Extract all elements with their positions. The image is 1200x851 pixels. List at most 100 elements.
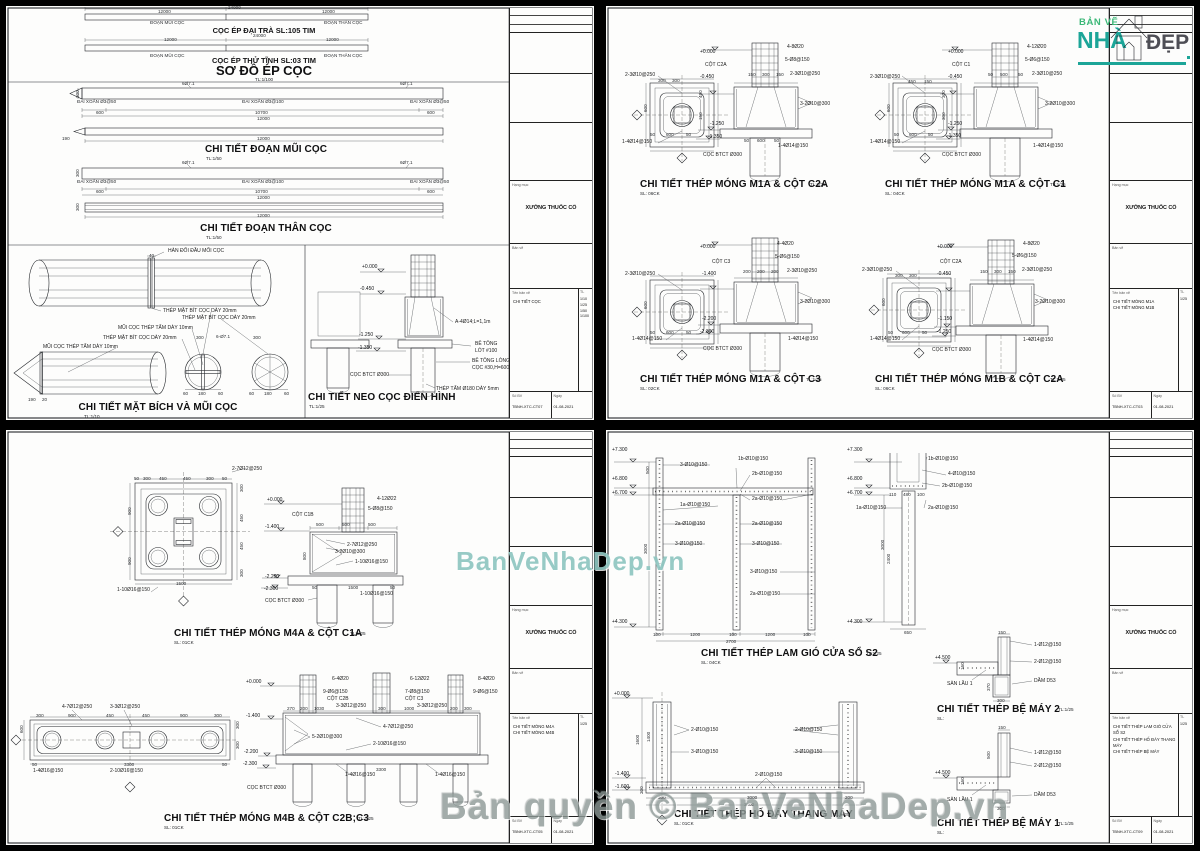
watermark-center: BanVeNhaDep.vn bbox=[456, 546, 686, 576]
drawing-label: 300 bbox=[143, 476, 151, 481]
drawing-label: 1a-Ø10@150 bbox=[856, 505, 887, 511]
drawing-label: 150 bbox=[698, 112, 703, 120]
drawing-label: ĐAI XOẮN Ø3@100 bbox=[242, 179, 284, 184]
misc-details-drawing bbox=[607, 431, 1193, 844]
drawing-label: 300 bbox=[997, 698, 1005, 703]
drawing-label: 500 bbox=[368, 522, 376, 527]
drawing-label: 50 bbox=[1018, 72, 1024, 77]
drawing-label: 50 bbox=[928, 132, 934, 137]
drawing-label: 3000 bbox=[880, 539, 885, 550]
drawing-label: 300 bbox=[997, 806, 1005, 811]
drawing-label: TL:1/25 bbox=[866, 651, 882, 656]
project-name: XƯỞNG THUỐC CỔ bbox=[525, 630, 577, 636]
brand-logo-right-text: ĐẸP bbox=[1146, 31, 1190, 54]
drawing-label: 4-4Ø20 bbox=[777, 241, 794, 247]
drawing-label: 8-4Ø20 bbox=[478, 676, 495, 682]
drawing-label: CHI TIẾT THÉP MÓNG M4B & CỘT C2B;C3 bbox=[164, 813, 369, 824]
drawing-label: +6.800 bbox=[612, 476, 628, 482]
drawing-label: 2-3Ø10@250 bbox=[625, 72, 656, 78]
drawing-label: +4.500 bbox=[935, 770, 951, 776]
drawing-label: 200 bbox=[771, 269, 779, 274]
drawing-label: 2a-Ø10@150 bbox=[928, 505, 959, 511]
drawing-label: -2.300 bbox=[264, 586, 279, 592]
drawing-label: 480 bbox=[903, 492, 911, 497]
watermark-bottom: Bản quyền © BanVeNhaDep.vn bbox=[440, 786, 1010, 827]
drawing-label: SL: 01CK bbox=[674, 821, 694, 826]
drawing-label: 300 bbox=[75, 90, 80, 98]
drawing-label: 60 bbox=[183, 391, 189, 396]
drawing-label: 3-Ø10@150 bbox=[750, 569, 778, 575]
drawing-label: TL:1/25 bbox=[1050, 182, 1066, 187]
drawing-label: 50 bbox=[686, 330, 692, 335]
drawing-label: 50 bbox=[650, 132, 656, 137]
drawing-label: ĐOẠN THÂN CỌC bbox=[324, 20, 363, 25]
drawing-label: 10700 bbox=[255, 110, 268, 115]
drawing-label: CHI TIẾT ĐOẠN MŨI CỌC bbox=[204, 144, 328, 155]
drawing-label: TL:1/50 bbox=[206, 235, 222, 240]
titleblock-section-label: Hạng mục bbox=[1112, 608, 1129, 612]
drawing-label: CỌC BTCT Ø300 bbox=[247, 785, 287, 791]
drawing-label: 3000 bbox=[747, 795, 758, 800]
drawing-label: THÉP MẶT BÍT CỌC DÀY 20mm bbox=[163, 308, 237, 314]
drawing-label: 2a-Ø10@150 bbox=[752, 496, 783, 502]
drawing-label: 50 bbox=[894, 132, 900, 137]
drawing-label: 600 bbox=[902, 330, 910, 335]
drawing-label: MŨI CỌC THÉP TẤM DÀY 10mm bbox=[118, 325, 193, 331]
drawing-label: 6Ø7.1 bbox=[400, 81, 413, 86]
drawing-label: 7-Ø8@150 bbox=[405, 689, 430, 695]
drawing-label: 1b-Ø10@150 bbox=[738, 456, 769, 462]
drawing-label: +6.700 bbox=[847, 490, 863, 496]
drawing-label: 1-4Ø16@150 bbox=[435, 772, 466, 778]
drawing-label: 300 bbox=[75, 169, 80, 177]
drawing-label: 190 bbox=[62, 136, 70, 141]
drawing-label: 100 bbox=[653, 632, 661, 637]
drawing-label: THÉP TẤM Ø180 DÀY 5mm bbox=[436, 386, 499, 392]
drawing-label: 50 bbox=[222, 762, 228, 767]
project-name: XƯỞNG THUỐC CỔ bbox=[1125, 630, 1177, 636]
pile-details-drawing bbox=[7, 7, 593, 419]
drawing-label: TL:1/25 bbox=[350, 631, 366, 636]
drawing-name: CHI TIẾT THÉP HỐ ĐÁY THANG MÁY bbox=[1113, 736, 1176, 748]
drawing-name-list: CHI TIẾT MÓNG M1A CHI TIẾT MÓNG M1B bbox=[1113, 299, 1177, 312]
drawing-label: LÓT #100 bbox=[475, 348, 498, 354]
drawing-label: 300 bbox=[239, 569, 244, 577]
drawing-label: CỘT C3 bbox=[712, 259, 731, 265]
drawing-label: 3-Ø10@150 bbox=[680, 462, 708, 468]
drawing-label: +0.000 bbox=[246, 679, 262, 685]
drawing-label: 1-4Ø14@150 bbox=[1033, 143, 1064, 149]
drawing-label: -1.250 bbox=[710, 121, 725, 127]
drawing-label: -0.450 bbox=[937, 271, 952, 277]
drawing-label: 1a-Ø10@150 bbox=[680, 502, 711, 508]
drawing-label: 6-4Ø20 bbox=[332, 676, 349, 682]
drawing-label: 2-3Ø10@250 bbox=[1022, 267, 1053, 273]
drawing-label: CỌC #30,H=600mm bbox=[472, 365, 518, 371]
drawing-label: 270 bbox=[287, 706, 295, 711]
drawing-label: DẦM D53 bbox=[1034, 792, 1056, 798]
drawing-label: 300 bbox=[75, 203, 80, 211]
drawing-label: 1-10Ø16@150 bbox=[355, 559, 388, 565]
drawing-label: 20 bbox=[42, 397, 48, 402]
drawing-label: SL: 06CK bbox=[640, 191, 660, 196]
drawing-label: 50 bbox=[312, 585, 318, 590]
drawing-label: 1400 bbox=[646, 731, 651, 742]
drawing-label: 5-2Ø10@300 bbox=[312, 734, 343, 740]
drawing-label: -0.450 bbox=[360, 286, 375, 292]
drawing-label: -2.200 bbox=[702, 316, 717, 322]
drawing-label: 300 bbox=[235, 721, 240, 729]
titleblock-name-label: Tên bản vẽ bbox=[512, 291, 530, 295]
drawing-label: +7.300 bbox=[847, 447, 863, 453]
drawing-label: 4-12Ø20 bbox=[1027, 44, 1047, 50]
drawing-label: 4-8Ø20 bbox=[1023, 241, 1040, 247]
drawing-label: 600 bbox=[909, 132, 917, 137]
drawing-label: TL:1/25 bbox=[1058, 707, 1074, 712]
drawing-label: -1.250 bbox=[948, 121, 963, 127]
drawing-label: HÀN ĐỐI ĐẦU MỐI CỌC bbox=[168, 248, 225, 254]
drawing-label: 600 bbox=[881, 298, 886, 306]
